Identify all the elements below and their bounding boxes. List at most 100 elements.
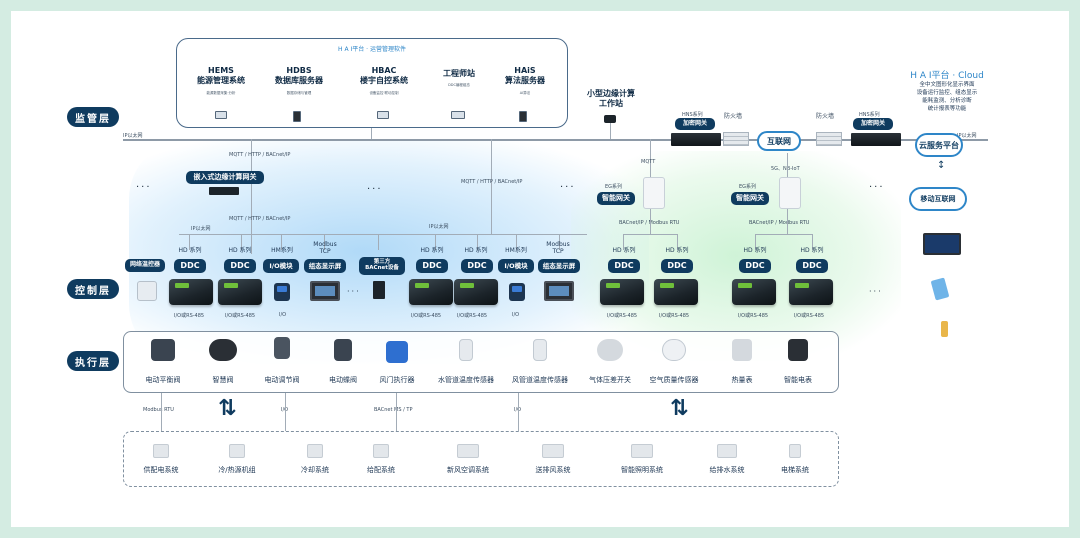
hd-series-label: HD 系列 [665,247,689,254]
eg-left-bus [623,234,678,235]
service-hais-server-icon [519,111,527,122]
display-screen-device [310,281,340,301]
third-party-device [373,281,385,299]
drop [516,234,517,250]
ellipsis: ··· [136,182,152,193]
service-hais-title: HAiS 算法服务器 [505,66,545,85]
ddc-label: DDC [608,259,640,273]
ellipsis: ··· [869,287,883,296]
modbus-tcp-label: Modbus TCP [546,241,570,255]
drop [285,393,286,431]
updown-arrow-left-icon: ⇅ [218,396,237,421]
io-label-bottom: I/O [514,407,521,413]
drop [281,234,282,250]
protocol-label-eg-right: BACnet/IP / Modbus RTU [749,220,810,226]
platform-link [371,128,372,139]
ddc-label: DDC [796,259,828,273]
ddc-device [218,279,262,305]
hns-series-left-label: HNS系列 [682,112,703,118]
system-label: 供配电系统 [143,466,179,474]
service-engineer-desc: DDC编程组态 [448,83,470,87]
protocol-label-center: MQTT / HTTP / BACnet/IP [461,179,523,185]
balancing-valve-icon [151,339,175,361]
service-hems-desc: 能源数据采集·分析 [206,91,236,95]
water-supply-icon [717,444,737,458]
edge-workstation-icon [604,115,616,123]
edge-workstation-label: 小型边缘计算 工作站 [587,89,635,108]
fresh-air-icon [457,444,479,458]
internet-cloud: 互联网 [757,131,801,151]
service-engineer-laptop-icon [451,111,465,119]
io-rs485-label: I/O或RS-485 [457,313,488,319]
smart-gateway-right: 智能网关 [731,192,769,205]
workstation-link [610,123,611,139]
service-hbac-title: HBAC 楼宇自控系统 [360,66,408,85]
modbus-tcp-label: Modbus TCP [313,241,337,255]
supply-system-icon [373,444,389,458]
damper-actuator-icon [386,341,408,363]
firewall-right-label: 防火墙 [816,113,835,120]
system-label: 给排水系统 [709,466,745,474]
air-temp-sensor-icon [533,339,547,361]
ddc-device [409,279,453,305]
center-control-bus [391,234,587,235]
display-screen-device [544,281,574,301]
platform-box [176,38,568,128]
actuator-label: 智慧阀 [212,376,234,384]
ddc-label: DDC [224,259,256,273]
drop [812,234,813,250]
hd-series-label: HD 系列 [800,247,824,254]
pressure-switch-icon [597,339,623,361]
ip-bus-label-left: IP以太网 [123,133,143,139]
tablet-icon [930,277,950,301]
service-hbac-desc: 设备监控·联动控制 [369,91,399,95]
elevator-icon [789,444,801,458]
cloud-info-line: 全中文图形化显示界面 [919,82,975,88]
hd-series-label: HD 系列 [228,247,252,254]
power-distribution-icon [153,444,169,458]
ellipsis: ··· [869,182,885,193]
cloud-info-line: 设备运行监控、组态显示 [916,89,978,96]
regulating-valve-icon [274,337,290,359]
modbus-rtu-label: Modbus RTU [143,407,174,413]
ellipsis: ··· [367,184,383,195]
ellipsis: ··· [560,182,576,193]
left-branch-line [251,139,252,254]
io-label: I/O [512,312,520,318]
ddc-device [732,279,776,305]
chiller-icon [229,444,245,458]
firewall-left-label: 防火墙 [724,113,743,120]
cloud-info-line: 能耗监测、分析诊断 [922,97,972,104]
io-rs485-label: I/O或RS-485 [794,313,825,319]
protocol-label-left-2: MQTT / HTTP / BACnet/IP [229,216,291,222]
eg-series-left-label: EG系列 [605,184,623,190]
fiveg-label: 5G、NB-IoT [771,166,800,172]
system-label: 冷却系统 [301,466,329,474]
hd-series-label: HD 系列 [464,247,488,254]
ddc-label: DDC [461,259,493,273]
execution-box [123,331,839,393]
firewall-right-icon [816,132,842,146]
updown-arrow-right-icon: ⇅ [670,396,689,421]
drop [241,234,242,250]
drop [378,234,379,250]
network-controller-device [137,281,157,301]
drop [324,234,325,250]
diagram-frame: 监管层 控制层 执行层 H A I平台 · 运营管理软件 HEMS 能源管理系统… [11,11,1069,527]
drop [677,234,678,250]
service-hems-computer-icon [215,111,227,119]
display-screen-label: 组态显示屏 [304,259,346,273]
cloud-info-title: H A I平台 · Cloud [910,71,984,81]
eg-left-uplink [650,139,651,179]
eg-right-bus [755,234,813,235]
smart-valve-icon [209,339,237,361]
ip-bus-label-right: IP以太网 [957,133,977,139]
drop [396,393,397,431]
ellipsis: ··· [347,287,361,296]
cloud-info-lines: 全中文图形化显示界面 设备运行监控、组态显示 能耗监测、分析诊断 统计报表等功能 [891,82,1003,114]
hd-series-label: HD 系列 [420,247,444,254]
service-hbac-computer-icon [377,111,389,119]
io-module-device [274,283,290,301]
smart-gateway-right-device [779,177,801,209]
drop [755,234,756,250]
